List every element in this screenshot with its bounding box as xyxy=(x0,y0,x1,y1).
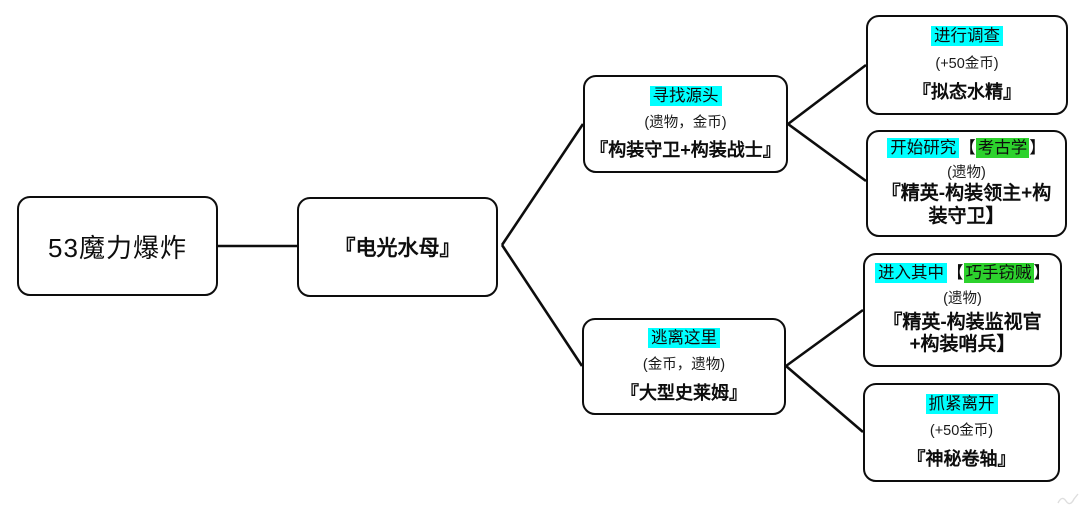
outcome-4-result-label: 『神秘卷轴』 xyxy=(907,449,1016,470)
bracket-close: 】 xyxy=(1029,138,1046,157)
start-label: 53魔力爆炸 xyxy=(48,232,187,263)
node-choice-find-source: 寻找源头 (遗物，金币) 『构装守卫+构装战士』 xyxy=(583,75,788,173)
outcome-3-result-label: 『精英-构装监视官+构装哨兵】 xyxy=(883,311,1042,356)
outcome-2-reward-label: (遗物) xyxy=(947,164,986,181)
connector-choicetop-outcome1 xyxy=(787,63,867,126)
outcome-3-reward-label: (遗物) xyxy=(943,291,982,307)
node-encounter: 『电光水母』 xyxy=(297,197,498,297)
outcome-4-action-line: 抓紧离开 xyxy=(925,393,998,415)
connector-choicebottom-outcome4 xyxy=(785,365,864,433)
skill-highlight: 巧手窃贼 xyxy=(963,262,1034,283)
outcome-3-action-line: 进入其中【巧手窃贼】 xyxy=(875,262,1051,284)
choice-bottom-action-line: 逃离这里 xyxy=(648,328,720,349)
choice-top-reward-label: (遗物，金币) xyxy=(644,114,727,131)
action-highlight: 寻找源头 xyxy=(649,85,722,106)
action-highlight: 逃离这里 xyxy=(648,328,720,349)
bracket-close: 】 xyxy=(1033,263,1051,282)
choice-bottom-result-label: 『大型史莱姆』 xyxy=(621,382,747,403)
node-outcome-investigate: 进行调查 (+50金币) 『拟态水精』 xyxy=(866,15,1068,115)
choice-top-action-line: 寻找源头 xyxy=(649,85,722,107)
connector-encounter-choice-top xyxy=(500,123,585,246)
node-start: 53魔力爆炸 xyxy=(17,196,218,296)
bracket-open: 【 xyxy=(947,263,964,282)
outcome-2-action-line: 开始研究【考古学】 xyxy=(887,137,1046,159)
connector-encounter-choice-bottom xyxy=(500,244,584,367)
node-choice-escape: 逃离这里 (金币，遗物) 『大型史莱姆』 xyxy=(582,318,786,415)
skill-highlight: 考古学 xyxy=(975,137,1030,158)
node-outcome-enter-thief: 进入其中【巧手窃贼】 (遗物) 『精英-构装监视官+构装哨兵】 xyxy=(863,253,1062,367)
outcome-1-action-line: 进行调查 xyxy=(931,26,1003,47)
outcome-1-result-label: 『拟态水精』 xyxy=(913,81,1021,102)
node-outcome-research-archaeology: 开始研究【考古学】 (遗物) 『精英-构装领主+构装守卫】 xyxy=(866,130,1067,237)
choice-top-result-label: 『构装守卫+构装战士』 xyxy=(590,140,781,161)
outcome-2-result-label: 『精英-构装领主+构装守卫】 xyxy=(881,183,1052,228)
connector-choicetop-outcome2 xyxy=(787,122,867,183)
node-outcome-leave-quickly: 抓紧离开 (+50金币) 『神秘卷轴』 xyxy=(863,383,1060,482)
action-highlight: 抓紧离开 xyxy=(925,393,998,414)
outcome-1-reward-label: (+50金币) xyxy=(935,55,999,72)
action-highlight: 开始研究 xyxy=(887,137,960,158)
connector-choicebottom-outcome3 xyxy=(785,308,864,368)
action-highlight: 进行调查 xyxy=(931,26,1003,47)
watermark-fragment xyxy=(1057,493,1079,505)
encounter-label: 『电光水母』 xyxy=(334,237,461,260)
bracket-open: 【 xyxy=(959,138,976,157)
outcome-4-reward-label: (+50金币) xyxy=(929,423,994,440)
choice-bottom-reward-label: (金币，遗物) xyxy=(642,357,726,374)
action-highlight: 进入其中 xyxy=(875,262,947,283)
